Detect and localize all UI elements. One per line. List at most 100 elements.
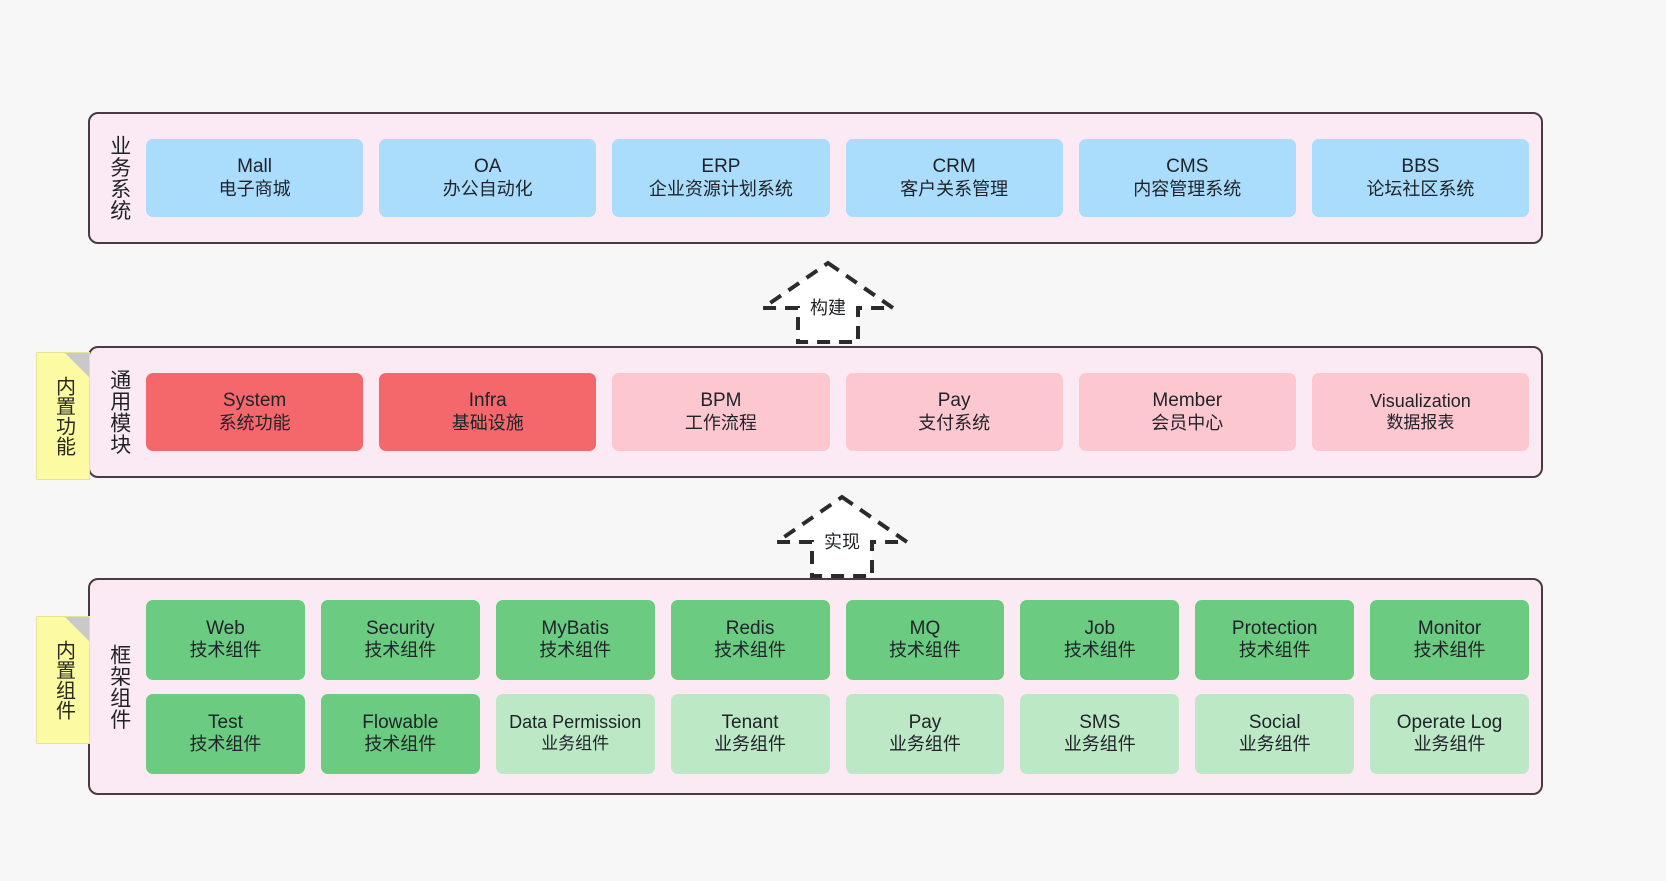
card-name: MyBatis	[541, 617, 609, 639]
card-description: 技术组件	[189, 640, 262, 661]
card-description: 论坛社区系统	[1366, 178, 1475, 199]
card-description: 数据报表	[1386, 412, 1455, 432]
card-description: 技术组件	[1063, 640, 1136, 661]
card-name: Social	[1248, 711, 1301, 733]
layer-title-common-modules: 通用模块	[107, 369, 131, 455]
card-description: 企业资源计划系统	[648, 178, 793, 199]
card-description: 办公自动化	[442, 178, 533, 199]
note-fold-corner-icon	[65, 353, 89, 377]
card-name: Job	[1084, 617, 1116, 639]
card-name: Redis	[725, 617, 775, 639]
card-description: 会员中心	[1151, 412, 1224, 433]
card-name: Visualization	[1370, 390, 1471, 411]
card-name: CMS	[1166, 156, 1209, 178]
card-description: 内容管理系统	[1133, 178, 1242, 199]
card-name: Pay	[937, 390, 971, 412]
card-description: 基础设施	[451, 412, 524, 433]
card-description: 业务组件	[541, 734, 610, 754]
card-description: 技术组件	[1238, 640, 1311, 661]
card-description: 系统功能	[218, 412, 291, 433]
card-name: Member	[1152, 390, 1223, 412]
card-description: 技术组件	[1413, 640, 1486, 661]
card-name: Monitor	[1417, 617, 1482, 639]
card-description: 技术组件	[714, 640, 787, 661]
card-name: Flowable	[362, 711, 439, 733]
card-name: BBS	[1401, 156, 1440, 178]
card-description: 技术组件	[364, 640, 437, 661]
note-builtin-components: 内置组件	[36, 616, 90, 744]
card-description: 技术组件	[888, 640, 961, 661]
note-builtin-features: 内置功能	[36, 352, 90, 480]
card-name: SMS	[1079, 711, 1121, 733]
card-description: 电子商城	[218, 178, 291, 199]
build-arrow-icon	[756, 260, 900, 344]
card-description: 业务组件	[1238, 734, 1311, 755]
card-name: OA	[474, 156, 502, 178]
card-description: 工作流程	[684, 412, 757, 433]
layer-title-business-systems: 业务系统	[107, 135, 131, 221]
card-name: Infra	[468, 390, 507, 412]
card-description: 技术组件	[539, 640, 612, 661]
card-name: Tenant	[721, 711, 779, 733]
card-name: Pay	[908, 711, 942, 733]
card-description: 技术组件	[364, 734, 437, 755]
card-name: Operate Log	[1396, 711, 1503, 733]
card-name: Data Permission	[509, 712, 642, 733]
card-description: 业务组件	[1413, 734, 1486, 755]
card-name: CRM	[932, 156, 976, 178]
card-description: 支付系统	[918, 412, 991, 433]
connector-build: 构建	[756, 258, 900, 346]
card-name: Test	[208, 711, 243, 733]
card-name: BPM	[700, 390, 742, 412]
card-name: Mall	[237, 156, 272, 178]
card-description: 业务组件	[888, 734, 961, 755]
card-description: 技术组件	[189, 734, 262, 755]
connector-implement: 实现	[770, 492, 914, 580]
note-fold-corner-icon	[65, 617, 89, 641]
card-description: 客户关系管理	[900, 178, 1009, 199]
implement-arrow-icon	[770, 494, 914, 578]
card-name: System	[222, 390, 287, 412]
note-builtin-features-label: 内置功能	[52, 376, 75, 456]
layer-title-framework-components: 框架组件	[107, 643, 131, 730]
card-name: ERP	[701, 156, 741, 178]
card-name: Web	[206, 617, 245, 639]
